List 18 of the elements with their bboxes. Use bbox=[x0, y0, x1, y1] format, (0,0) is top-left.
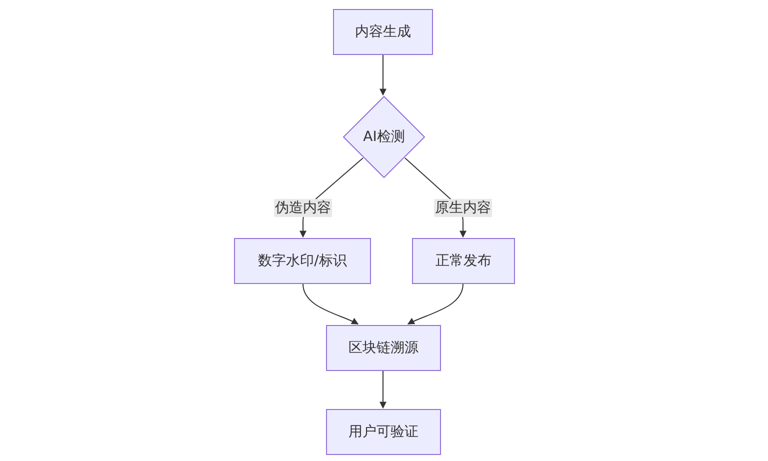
edge-label: 伪造内容 bbox=[274, 199, 332, 217]
edge-label: 原生内容 bbox=[434, 199, 492, 217]
node-label: 区块链溯源 bbox=[348, 339, 418, 357]
node-label: 用户可验证 bbox=[348, 423, 418, 441]
node-label: 内容生成 bbox=[355, 23, 411, 41]
process-box bbox=[412, 238, 515, 284]
node-label: 正常发布 bbox=[436, 252, 492, 270]
arrow bbox=[407, 284, 464, 324]
arrow bbox=[380, 54, 386, 96]
arrow bbox=[380, 370, 386, 409]
node-label: AI检测 bbox=[363, 128, 405, 146]
process-box bbox=[326, 409, 441, 455]
process-box bbox=[234, 238, 371, 284]
decision-diamond bbox=[343, 96, 425, 178]
arrow bbox=[302, 284, 359, 324]
node-label: 数字水印/标识 bbox=[258, 252, 347, 270]
process-box bbox=[326, 325, 441, 371]
process-box bbox=[333, 9, 433, 55]
